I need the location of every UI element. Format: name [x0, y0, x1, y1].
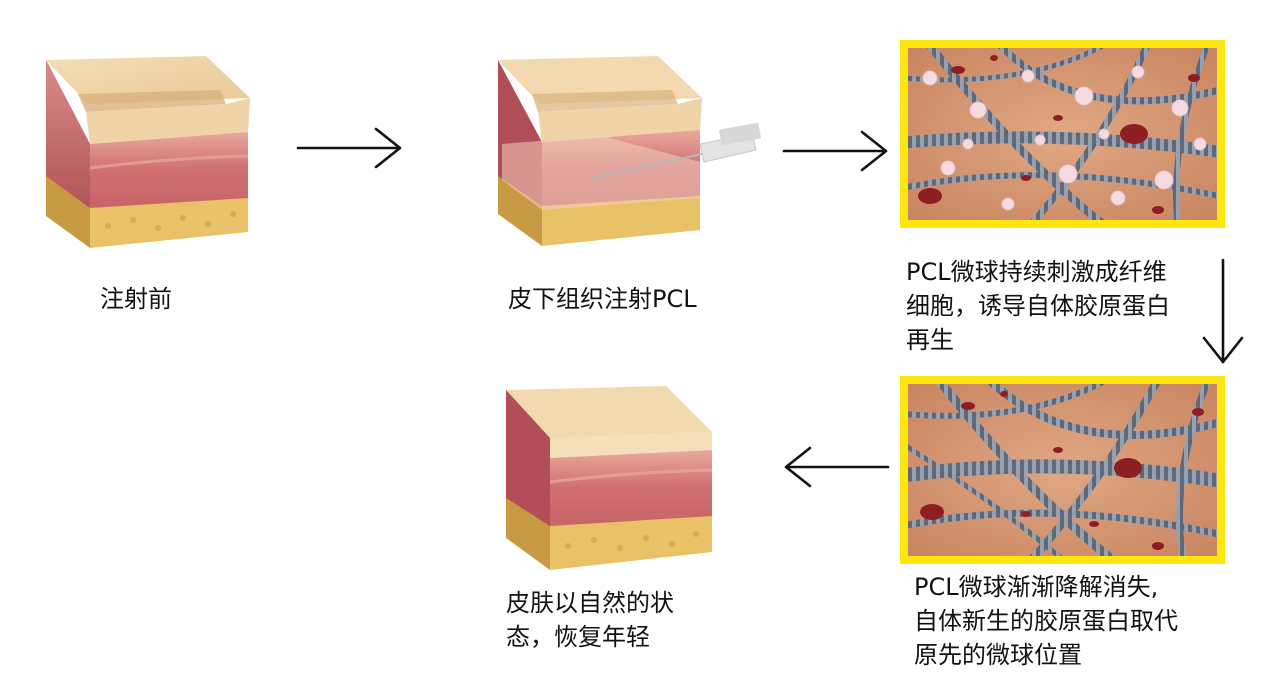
- caption-inject: 皮下组织注射PCL: [508, 282, 697, 316]
- caption-degrade: PCL微球渐渐降解消失, 自体新生的胶原蛋白取代 原先的微球位置: [914, 570, 1178, 672]
- caption-line: 皮下组织注射PCL: [508, 285, 697, 313]
- caption-line: PCL微球渐渐降解消失,: [914, 573, 1159, 601]
- caption-before: 注射前: [100, 282, 172, 316]
- microscope-frame-degrade: [900, 376, 1225, 564]
- arrow-right-icon: [296, 127, 402, 169]
- caption-line: 细胞，诱导自体胶原蛋白: [906, 292, 1170, 320]
- caption-line: 注射前: [100, 285, 172, 313]
- caption-stimulate: PCL微球持续刺激成纤维 细胞，诱导自体胶原蛋白 再生: [906, 255, 1170, 357]
- caption-line: 自体新生的胶原蛋白取代: [914, 607, 1178, 635]
- arrow-left-icon: [784, 446, 890, 488]
- syringe-icon: [591, 122, 762, 179]
- caption-line: 原先的微球位置: [914, 641, 1082, 669]
- microscope-frame-stimulate: [900, 40, 1225, 228]
- caption-result: 皮肤以自然的状 态，恢复年轻: [506, 586, 674, 654]
- caption-line: PCL微球持续刺激成纤维: [906, 258, 1167, 286]
- skin-cube-result: [506, 386, 713, 570]
- arrow-right-icon: [782, 130, 888, 172]
- skin-cube-before: [46, 56, 250, 248]
- skin-cube-injection: [498, 56, 762, 246]
- caption-line: 皮肤以自然的状: [506, 589, 674, 617]
- caption-line: 再生: [906, 326, 954, 354]
- arrow-down-icon: [1202, 258, 1244, 364]
- caption-line: 态，恢复年轻: [506, 623, 650, 651]
